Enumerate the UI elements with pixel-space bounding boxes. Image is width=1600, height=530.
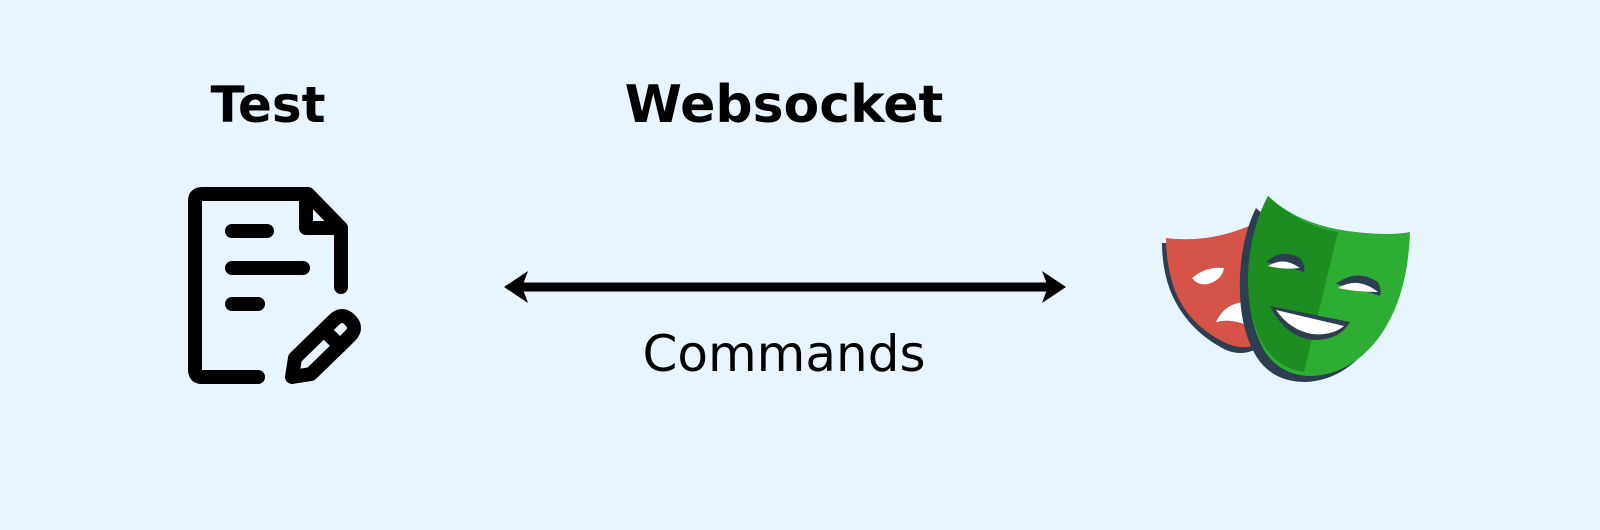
arrow-head-left	[504, 271, 528, 303]
commands-label: Commands	[642, 325, 926, 383]
arrow-head-right	[1042, 271, 1066, 303]
test-label: Test	[210, 76, 326, 134]
websocket-label: Websocket	[624, 75, 944, 135]
